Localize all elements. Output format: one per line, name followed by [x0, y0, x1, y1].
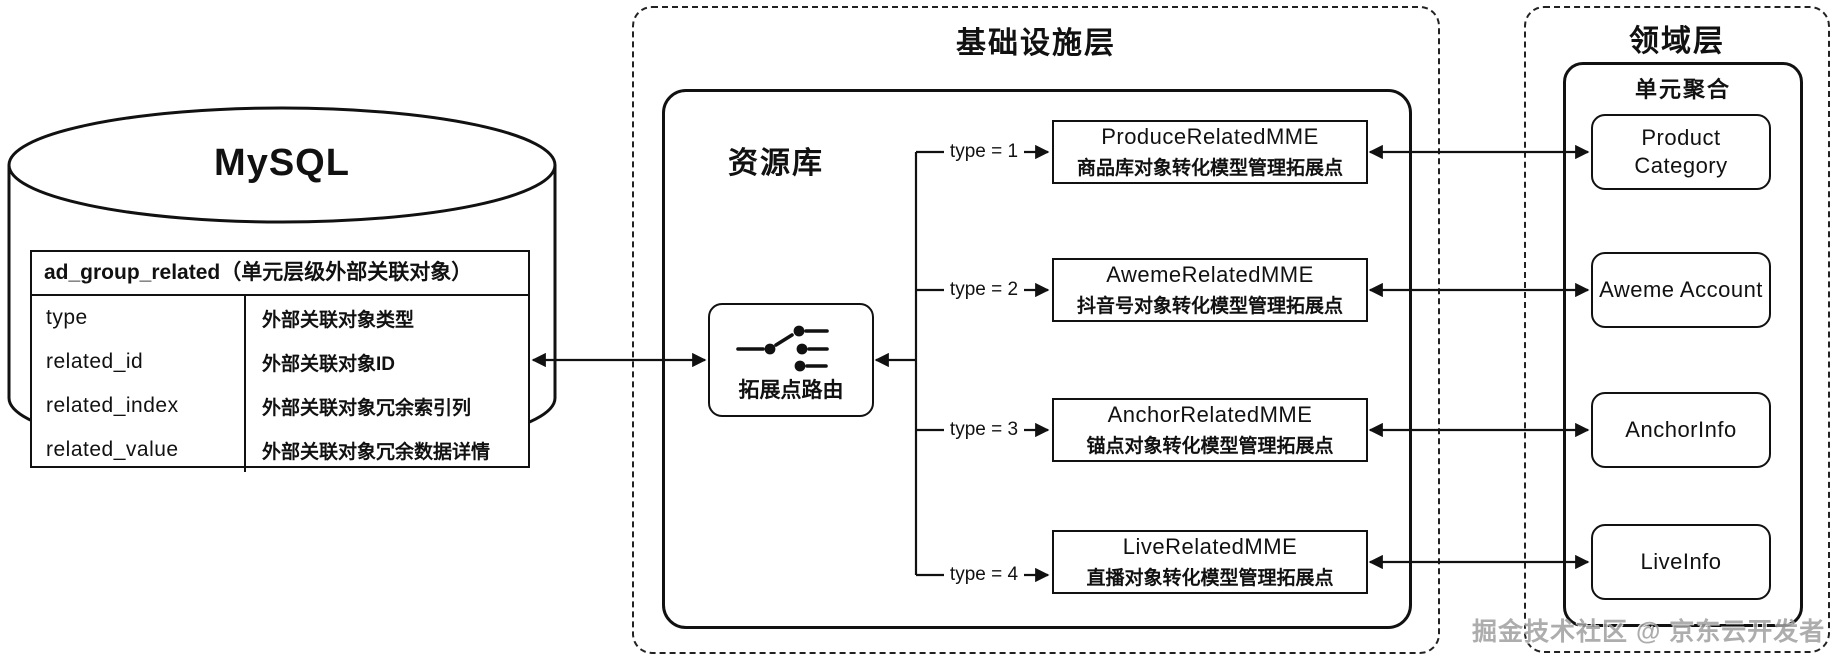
extension-desc: 锚点对象转化模型管理拓展点	[1086, 436, 1334, 457]
extension-box-aweme: AwemeRelatedMME 抖音号对象转化模型管理拓展点	[1052, 258, 1368, 322]
extension-name: AnchorRelatedMME	[1107, 402, 1313, 427]
field-name: related_value	[32, 428, 246, 472]
entity-aweme-account: Aweme Account	[1591, 252, 1771, 328]
extension-name: LiveRelatedMME	[1122, 534, 1298, 559]
extension-router-box: 拓展点路由	[708, 303, 874, 417]
mysql-table: ad_group_related（单元层级外部关联对象） type 外部关联对象…	[30, 250, 530, 472]
type-condition-label: type = 1	[944, 140, 1024, 164]
type-condition-label: type = 3	[944, 418, 1024, 442]
repository-title: 资源库	[728, 147, 824, 180]
field-desc: 外部关联对象类型	[262, 309, 415, 331]
extension-box-produce: ProduceRelatedMME 商品库对象转化模型管理拓展点	[1052, 120, 1368, 184]
table-row: type 外部关联对象类型	[32, 296, 528, 340]
extension-name: ProduceRelatedMME	[1101, 124, 1319, 149]
field-desc: 外部关联对象ID	[262, 353, 396, 375]
mysql-table-header: ad_group_related（单元层级外部关联对象）	[32, 252, 528, 296]
entity-live-info: LiveInfo	[1591, 524, 1771, 600]
type-condition-label: type = 2	[944, 278, 1024, 302]
table-row: related_index 外部关联对象冗余索引列	[32, 384, 528, 428]
unit-aggregate-title: 单元聚合	[1634, 77, 1731, 102]
table-row: related_value 外部关联对象冗余数据详情	[32, 428, 528, 472]
extension-box-live: LiveRelatedMME 直播对象转化模型管理拓展点	[1052, 530, 1368, 594]
field-name: type	[32, 296, 246, 340]
field-desc: 外部关联对象冗余数据详情	[262, 441, 491, 463]
infrastructure-layer-title: 基础设施层	[956, 27, 1116, 60]
mysql-title: MySQL	[214, 142, 350, 184]
extension-router-label: 拓展点路由	[738, 379, 844, 402]
extension-desc: 直播对象转化模型管理拓展点	[1086, 568, 1334, 589]
domain-layer-title: 领域层	[1629, 25, 1725, 58]
watermark: 掘金技术社区 @ 京东云开发者	[1472, 618, 1826, 646]
field-name: related_id	[32, 340, 246, 384]
entity-anchor-info: AnchorInfo	[1591, 392, 1771, 468]
type-condition-label: type = 4	[944, 563, 1024, 587]
extension-desc: 抖音号对象转化模型管理拓展点	[1076, 296, 1343, 317]
extension-desc: 商品库对象转化模型管理拓展点	[1076, 158, 1343, 179]
domain-layer-panel	[1524, 6, 1830, 653]
extension-name: AwemeRelatedMME	[1106, 262, 1314, 287]
extension-box-anchor: AnchorRelatedMME 锚点对象转化模型管理拓展点	[1052, 398, 1368, 462]
field-name: related_index	[32, 384, 246, 428]
infrastructure-layer-panel	[632, 6, 1440, 654]
field-desc: 外部关联对象冗余索引列	[262, 397, 472, 419]
entity-product-category: Product Category	[1591, 114, 1771, 190]
table-row: related_id 外部关联对象ID	[32, 340, 528, 384]
